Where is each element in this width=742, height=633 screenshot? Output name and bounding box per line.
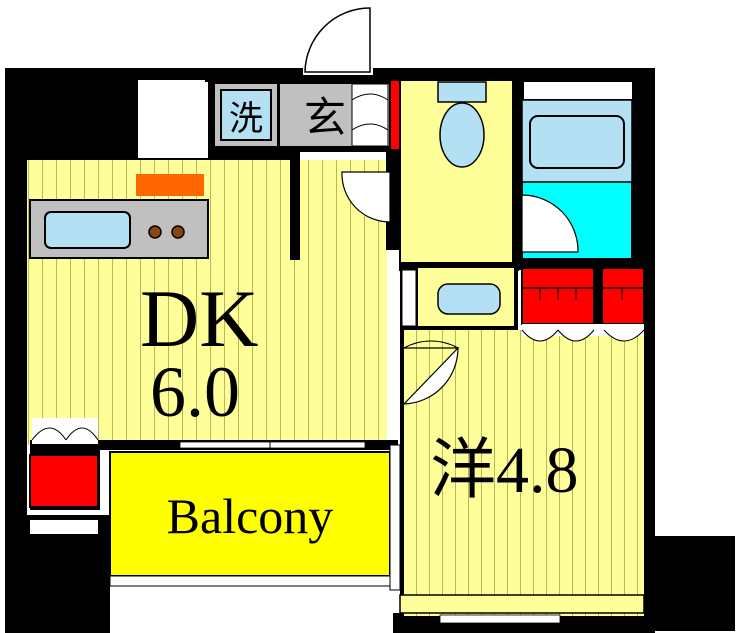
dk-side-closet <box>29 418 100 534</box>
toilet-tank <box>437 81 487 103</box>
dk-room-size: 6.0 <box>150 352 240 432</box>
western-closets <box>518 258 645 332</box>
wash-basin <box>437 283 501 315</box>
bathroom <box>521 80 644 270</box>
dk-room: DK 6.0 <box>27 150 400 445</box>
window <box>439 614 561 624</box>
stove-burner <box>171 225 185 239</box>
laundry-label: 洗 <box>229 99 263 139</box>
dk-room-label: DK <box>140 273 258 364</box>
entrance-door <box>303 5 373 75</box>
entrance-area: 洗 玄 <box>208 80 396 152</box>
entrance-label: 玄 <box>304 93 346 142</box>
toilet-bowl <box>439 102 485 168</box>
pipe-space <box>135 80 205 160</box>
western-room: 洋4.8 <box>399 324 645 616</box>
kitchen-sink <box>44 211 131 249</box>
washer-space <box>220 89 272 141</box>
balcony-label: Balcony <box>167 488 334 544</box>
bathtub <box>529 115 625 169</box>
stove-burner <box>148 225 162 239</box>
range-hood <box>136 174 204 196</box>
balcony: Balcony <box>100 440 401 591</box>
western-room-label: 洋4.8 <box>430 434 579 507</box>
toilet-area <box>399 79 524 330</box>
